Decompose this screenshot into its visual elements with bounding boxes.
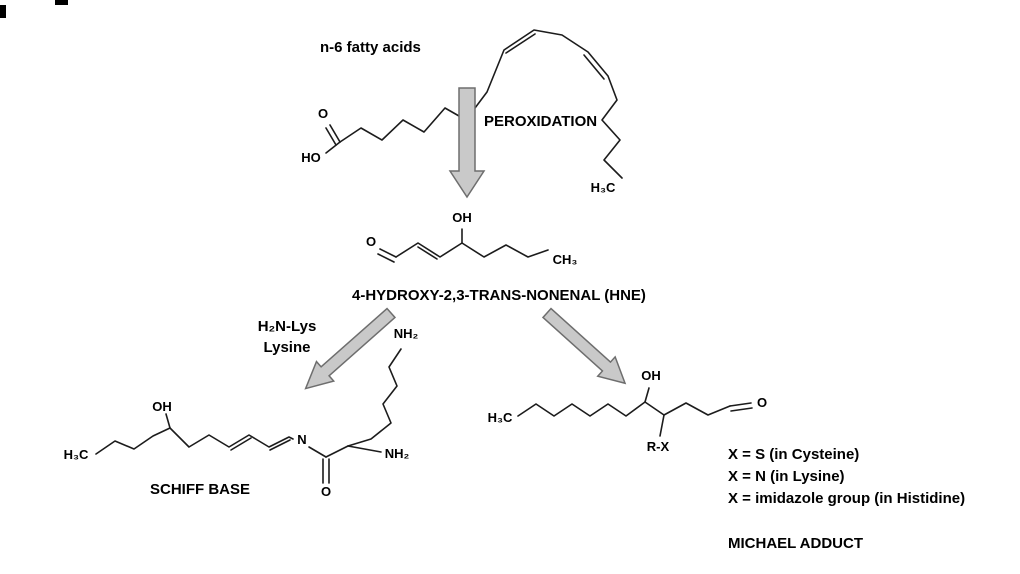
schiff-alpha-nh2-bond xyxy=(347,445,382,453)
michael-h3c-label: H₃C xyxy=(488,410,513,425)
michael-chain-left xyxy=(517,401,646,417)
michael-aldehyde-double-bond xyxy=(729,402,753,412)
hne-aldehyde-double-bond xyxy=(377,248,397,263)
schiff-oh-bond xyxy=(165,413,171,429)
n6-fatty-acids-label: n-6 fatty acids xyxy=(320,39,421,56)
hne-chain xyxy=(395,242,549,258)
schiff-arrow-group xyxy=(304,307,397,390)
scan-artifact xyxy=(0,5,6,18)
legend-histidine: X = imidazole group (in Histidine) xyxy=(728,490,965,507)
michael-chain-right xyxy=(644,401,731,416)
fatty-carbonyl-o-label: O xyxy=(318,106,328,121)
peroxidation-arrow xyxy=(448,87,486,199)
michael-rx-label: R-X xyxy=(647,439,670,454)
fatty-ho-label: HO xyxy=(301,150,321,165)
michael-o-label: O xyxy=(757,395,767,410)
schiff-base-caption: SCHIFF BASE xyxy=(150,481,250,498)
cis-double-bond-2 xyxy=(583,54,605,80)
legend-cysteine: X = S (in Cysteine) xyxy=(728,446,859,463)
schiff-n-label: N xyxy=(297,432,306,447)
michael-oh-label: OH xyxy=(641,368,661,383)
schiff-diene-double-bond xyxy=(230,437,252,451)
schiff-chain-left xyxy=(95,427,171,455)
schiff-nh2-top-label: NH₂ xyxy=(394,326,419,341)
hne-trans-double-bond xyxy=(417,246,438,260)
schiff-lysine-side-chain xyxy=(347,348,402,447)
michael-adduct-arrow xyxy=(541,307,627,385)
fatty-h3c-label: H₃C xyxy=(591,180,616,195)
michael-oh-bond xyxy=(644,387,650,403)
schiff-oh-label: OH xyxy=(152,399,172,414)
michael-arrow-group xyxy=(541,307,627,385)
fatty-acid-structure: n-6 fatty acids O HO H₃C xyxy=(301,29,623,195)
cis-double-bond-1 xyxy=(505,33,536,54)
schiff-carbonyl-double-bond xyxy=(322,458,330,484)
h2n-lys-label: H₂N-Lys xyxy=(258,318,317,335)
michael-rx-bond xyxy=(659,414,665,437)
michael-adduct-structure: OH H₃C O R-X xyxy=(488,368,767,454)
peroxidation-arrow-group: PEROXIDATION xyxy=(448,87,597,199)
peroxidation-label: PEROXIDATION xyxy=(484,113,597,130)
schiff-h3c-label: H₃C xyxy=(64,447,89,462)
schiff-carbonyl-o-label: O xyxy=(321,484,331,499)
hne-structure: O OH CH₃ 4-HYDROXY-2,3-TRANS-NONENAL (HN… xyxy=(352,210,646,304)
lysine-label: Lysine xyxy=(264,339,311,356)
schiff-imine-double-bond xyxy=(269,439,291,451)
schiff-nh2-alpha-label: NH₂ xyxy=(385,446,410,461)
schiff-chain-right xyxy=(169,427,294,448)
hne-name-label: 4-HYDROXY-2,3-TRANS-NONENAL (HNE) xyxy=(352,287,646,304)
hne-ch3-label: CH₃ xyxy=(553,252,578,267)
schiff-base-structure: OH H₃C N NH₂ NH₂ O SCHIFF BASE xyxy=(64,326,419,499)
schiff-base-arrow xyxy=(304,307,397,390)
schiff-n-to-carbonyl-bond xyxy=(308,446,327,458)
carboxyl-oh-bond xyxy=(325,141,341,154)
legend-lysine: X = N (in Lysine) xyxy=(728,468,845,485)
michael-adduct-caption: MICHAEL ADDUCT xyxy=(728,535,863,552)
x-legend: X = S (in Cysteine) X = N (in Lysine) X … xyxy=(728,446,965,552)
scan-artifact xyxy=(55,0,68,5)
hne-oh-label: OH xyxy=(452,210,472,225)
fatty-acid-chain xyxy=(339,29,623,179)
hne-o-label: O xyxy=(366,234,376,249)
schiff-carbonyl-to-alpha-bond xyxy=(325,445,349,458)
carboxyl-double-bond xyxy=(325,124,341,146)
